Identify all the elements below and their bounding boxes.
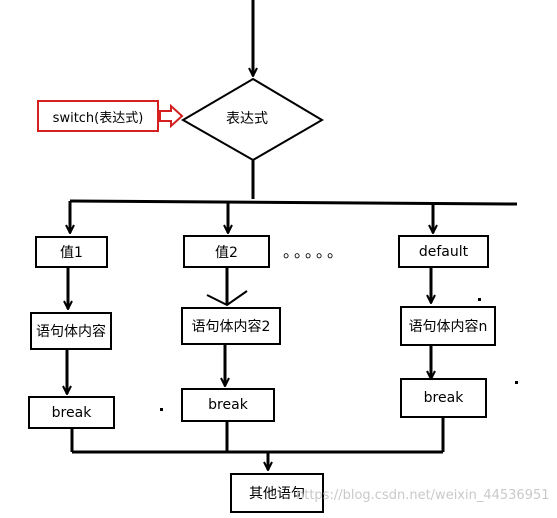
case-label-3: default xyxy=(418,243,469,260)
body-label-2: 语句体内容2 xyxy=(191,319,271,335)
break-box-1: break xyxy=(28,396,115,429)
stray-dot xyxy=(515,381,518,384)
break-box-3: break xyxy=(400,378,487,418)
ellipsis: 。。。。。 xyxy=(283,242,347,261)
decision-diamond xyxy=(181,77,324,162)
case-box-2: 值2 xyxy=(183,235,270,268)
stray-dot xyxy=(160,408,163,411)
case-box-1: 值1 xyxy=(35,236,108,268)
end-label: 其他语句 xyxy=(249,486,305,502)
body-label-1: 语句体内容 xyxy=(36,324,106,340)
body-box-1: 语句体内容 xyxy=(30,312,112,350)
watermark: https://blog.csdn.net/weixin_44536951 xyxy=(296,488,550,503)
split-line xyxy=(69,199,518,206)
case-box-3: default xyxy=(398,235,489,268)
switch-label: switch(表达式) xyxy=(52,110,144,126)
case-label-2: 值2 xyxy=(215,244,238,261)
break-label-3: break xyxy=(423,390,464,406)
body-label-3: 语句体内容n xyxy=(408,319,488,335)
end-box: 其他语句 xyxy=(230,473,324,513)
break-box-2: break xyxy=(181,388,275,422)
stray-dot xyxy=(478,298,481,301)
switch-label-box: switch(表达式) xyxy=(37,100,159,132)
branch2-arrowhead xyxy=(206,290,248,307)
switch-pointer-arrow xyxy=(159,103,184,129)
break-label-2: break xyxy=(208,397,248,413)
decision-label: 表达式 xyxy=(226,111,268,127)
body-box-2: 语句体内容2 xyxy=(181,307,281,345)
case-label-1: 值1 xyxy=(60,245,83,261)
break-label-1: break xyxy=(51,404,92,421)
body-box-3: 语句体内容n xyxy=(400,306,496,346)
